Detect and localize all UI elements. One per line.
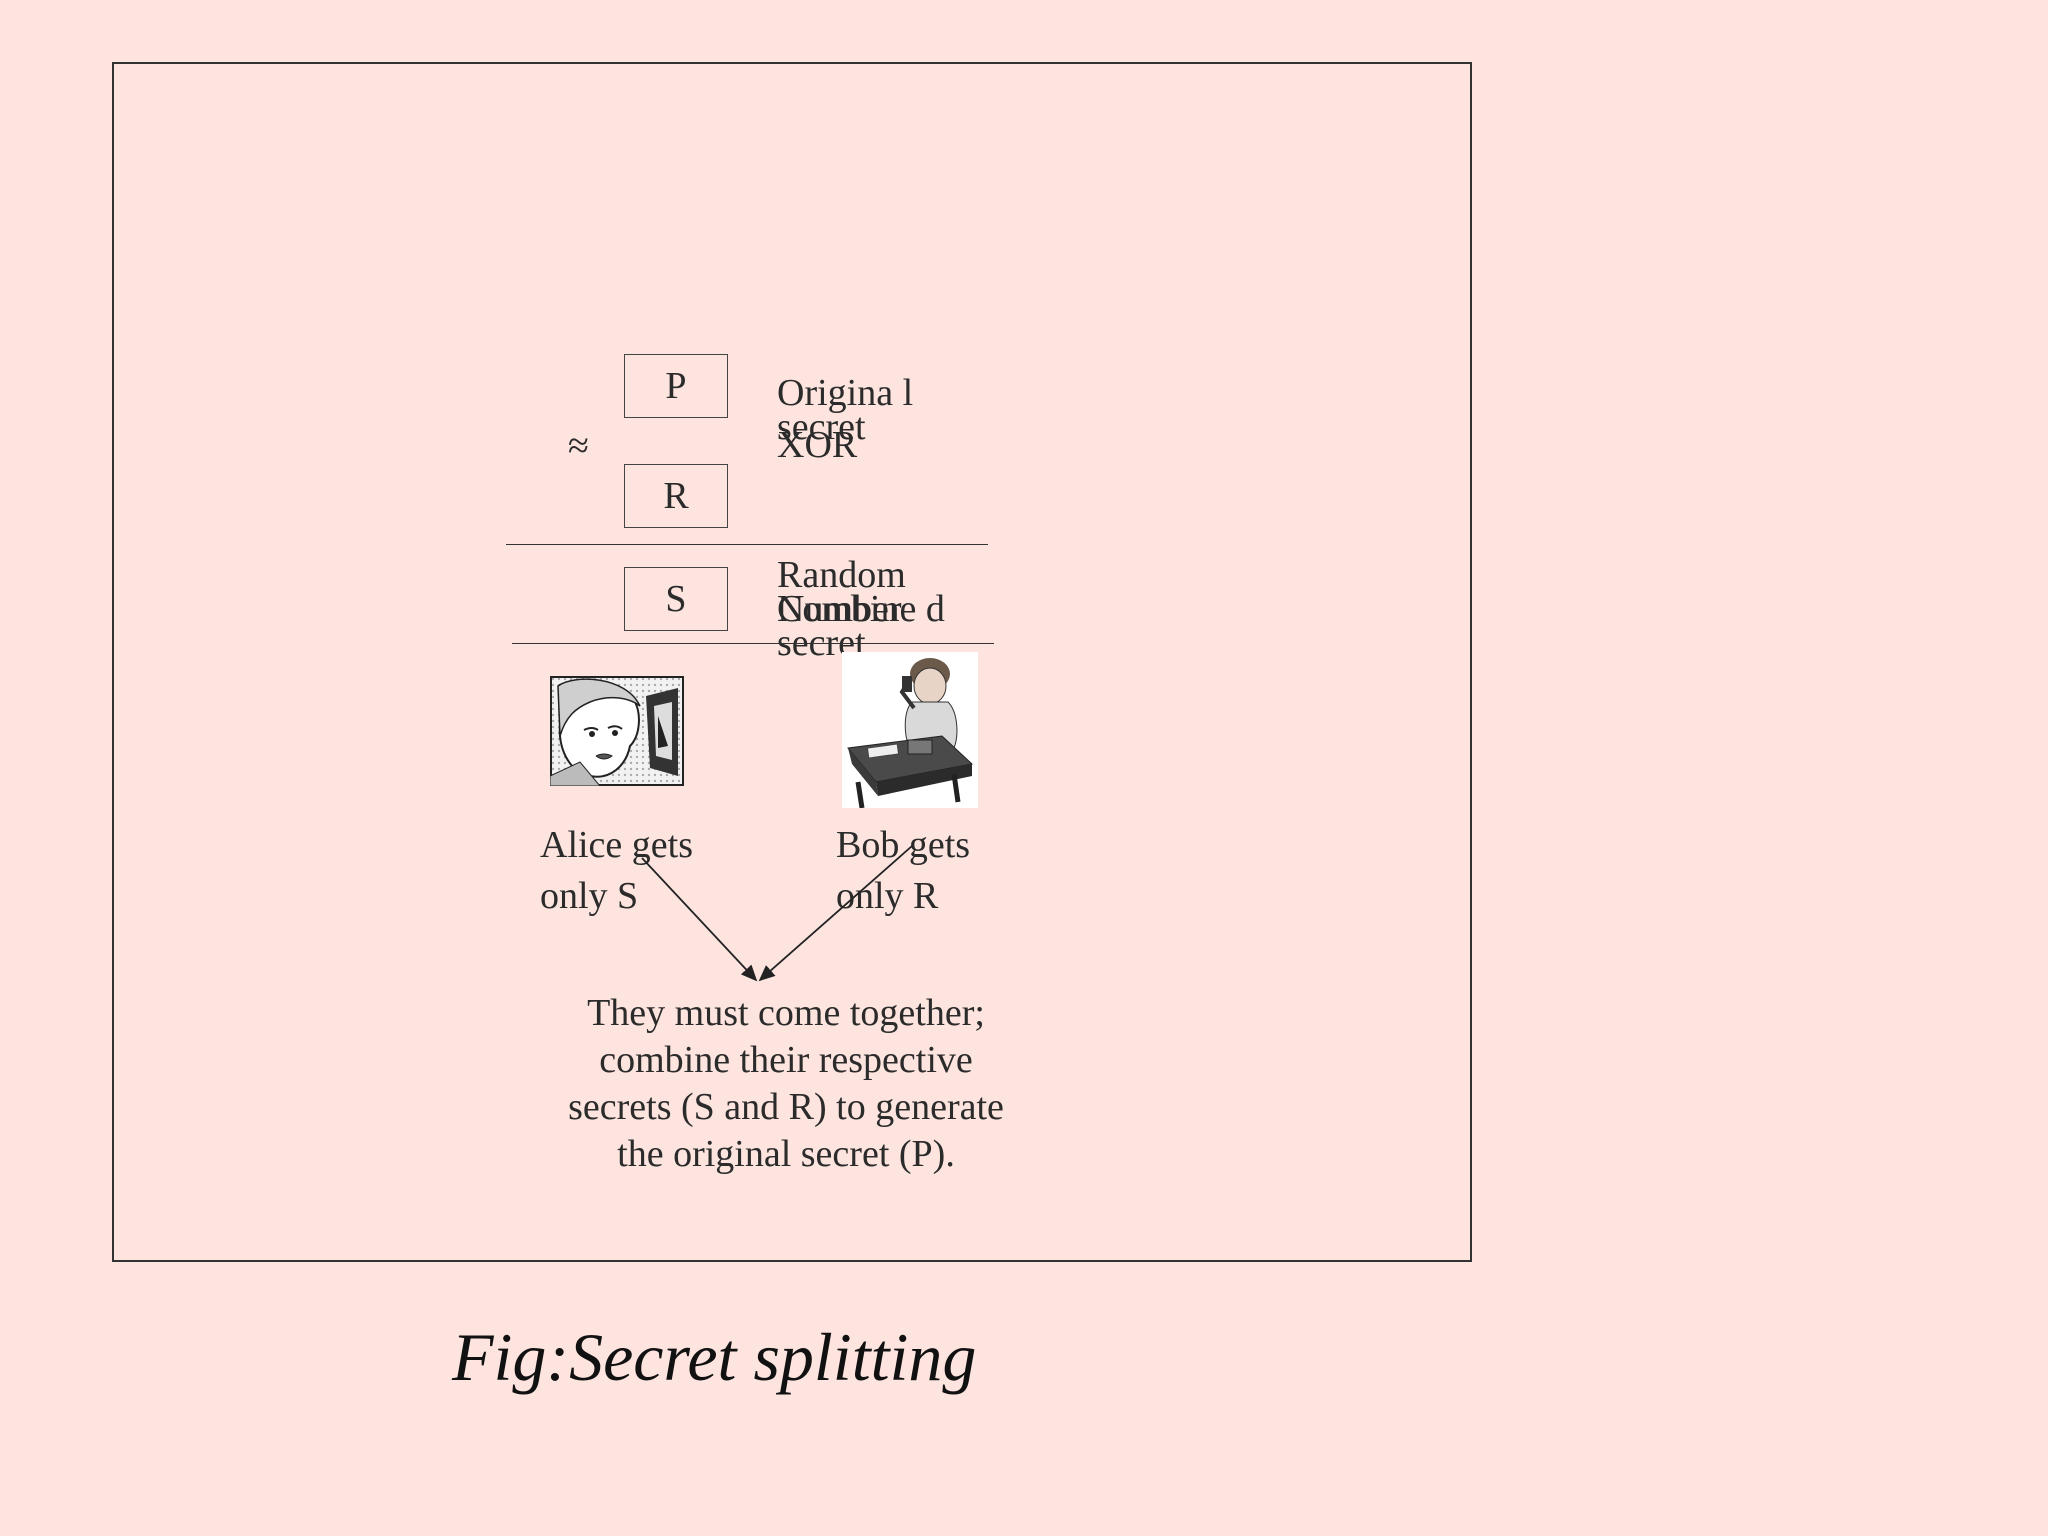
bob-image [842, 652, 978, 808]
separator-line-2 [512, 643, 994, 644]
combine-note: They must come together; combine their r… [568, 992, 1004, 1175]
label-original-secret: Origina l secret [777, 372, 914, 448]
bob-label: Bob gets only R [836, 824, 971, 917]
xor-symbol: ≈ [568, 425, 589, 467]
separator-line-1 [506, 544, 988, 545]
label-xor: XOR [777, 424, 858, 466]
box-p: P [624, 354, 728, 418]
box-r-label: R [663, 475, 689, 517]
alice-label: Alice gets only S [540, 824, 694, 917]
alice-arrow [641, 857, 758, 982]
figure-caption: Fig:Secret splitting [452, 1319, 977, 1395]
box-s-label: S [665, 578, 687, 620]
diagram-frame [112, 62, 1472, 1262]
bob-arrow [758, 845, 913, 982]
box-s: S [624, 567, 728, 631]
box-r: R [624, 464, 728, 528]
box-p-label: P [665, 365, 687, 407]
alice-image [550, 676, 684, 786]
label-random-number: Random Number [777, 554, 906, 630]
